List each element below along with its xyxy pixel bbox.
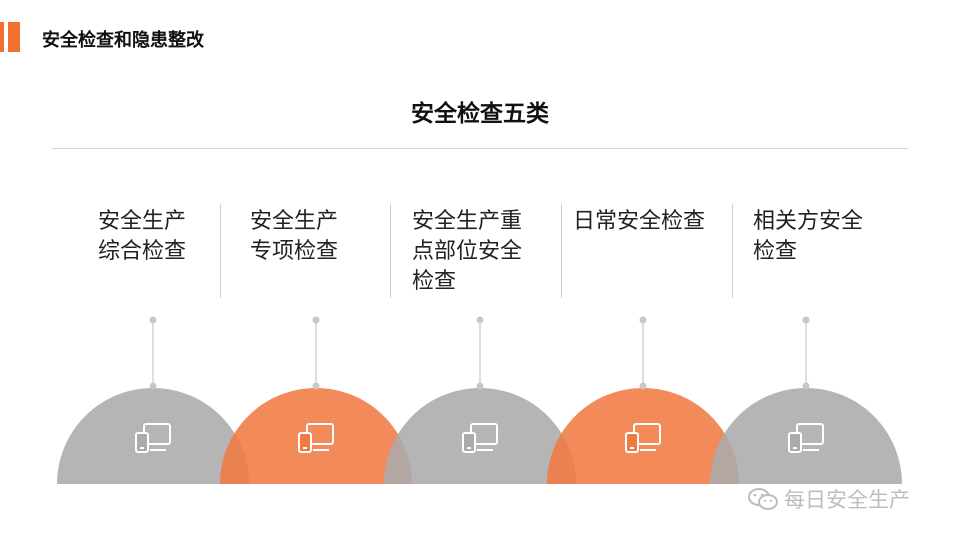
category-node-1 (57, 316, 249, 484)
semicircle (57, 388, 249, 484)
devices-icon (788, 423, 824, 453)
devices-icon (135, 423, 171, 453)
connector-dot (149, 316, 157, 324)
connector-dot (149, 382, 157, 390)
category-node-4 (547, 316, 739, 484)
wechat-icon (748, 488, 778, 510)
column-divider (390, 204, 391, 298)
semicircle (384, 388, 576, 484)
connector-dot (312, 382, 320, 390)
connector-dot (802, 382, 810, 390)
connector-dot (312, 316, 320, 324)
category-label-1: 安全生产 综合检查 (98, 209, 187, 264)
column-divider (732, 204, 733, 298)
category-label-2: 安全生产 专项检查 (250, 209, 339, 264)
diagram-title: 安全检查五类 (411, 101, 549, 127)
category-node-5 (710, 316, 902, 484)
watermark-text: 每日安全生产 (784, 488, 910, 512)
category-label-3: 安全生产重 点部位安全 检查 (412, 209, 523, 294)
category-node-3 (384, 316, 576, 484)
title-divider (52, 148, 908, 149)
devices-icon (462, 423, 498, 453)
category-node-2 (220, 316, 412, 484)
connector-dot (476, 382, 484, 390)
header-accent-bar (0, 22, 4, 52)
category-label-4: 日常安全检查 (573, 209, 706, 234)
header-accent-block (8, 22, 20, 52)
connector-dot (802, 316, 810, 324)
semicircle (710, 388, 902, 484)
watermark: 每日安全生产 (748, 484, 910, 514)
connector-dot (476, 316, 484, 324)
connector-dot (639, 316, 647, 324)
semicircle (220, 388, 412, 484)
column-divider (220, 204, 221, 298)
category-label-5: 相关方安全 检查 (753, 209, 864, 264)
semicircle (547, 388, 739, 484)
connector-dot (639, 382, 647, 390)
page-title: 安全检查和隐患整改 (42, 30, 204, 51)
devices-icon (625, 423, 661, 453)
column-divider (561, 204, 562, 298)
devices-icon (298, 423, 334, 453)
